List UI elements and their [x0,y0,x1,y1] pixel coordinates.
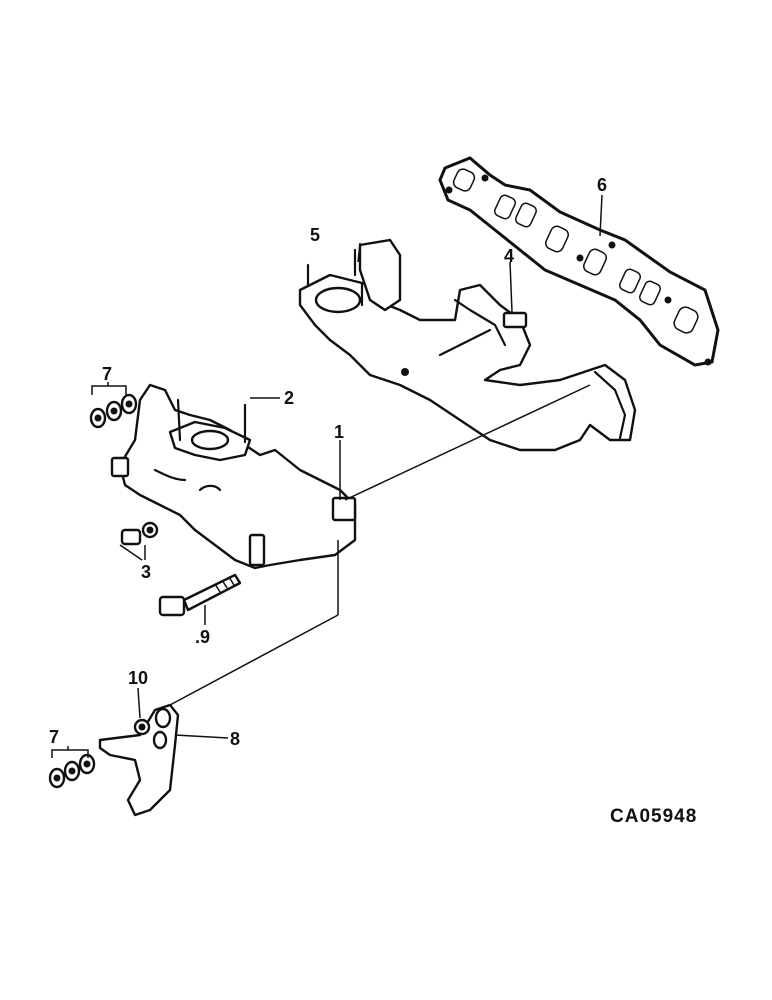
gasket-part-6 [438,156,720,367]
callout-3: 3 [141,562,151,582]
assembly-lines [51,194,603,758]
intake-manifold-part-1 [110,383,357,570]
callout-9: .9 [195,627,210,647]
callout-labels: 1 2 3 4 5 6 7 7 8 .9 10 [49,175,607,749]
callout-7-upper: 7 [102,364,112,384]
callout-5: 5 [310,225,320,245]
bracket-part-8 [98,703,180,817]
figure-code: CA05948 [610,806,697,827]
exhaust-manifold-part-4 [298,238,637,452]
callout-6: 6 [597,175,607,195]
long-bolt-part-9 [158,573,242,617]
callout-4: 4 [504,246,514,266]
callout-7-lower: 7 [49,727,59,747]
washer-part-10 [133,718,151,736]
nuts-part-7-upper [89,393,138,429]
callout-10: 10 [128,668,148,688]
bolt-washer-part-3 [120,521,159,546]
nuts-part-7-lower [48,753,96,789]
callout-8: 8 [230,729,240,749]
callout-2: 2 [284,388,294,408]
callout-1: 1 [334,422,344,442]
